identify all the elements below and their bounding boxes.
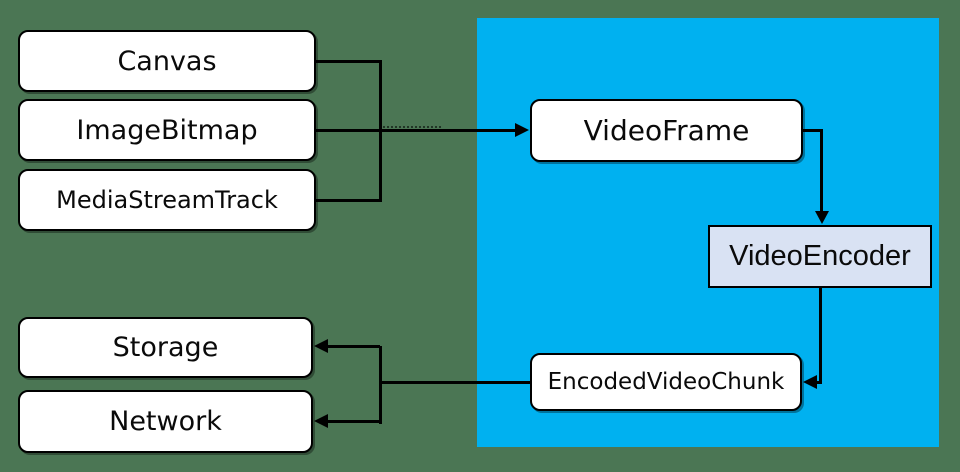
node-storage-label: Storage [112,332,219,363]
edge-videoframe-to-videoencoder [820,129,823,213]
edge-videoframe-out-horizontal [803,129,823,132]
edge-bus-to-network [327,420,380,423]
node-mediastreamtrack: MediaStreamTrack [18,169,316,231]
node-encodedvideochunk-label: EncodedVideoChunk [547,369,785,395]
arrowhead-into-network [314,414,328,428]
edge-canvas-to-bus [316,60,380,63]
node-network-label: Network [109,406,222,437]
edge-chunk-to-bus [380,381,530,384]
edge-bus-to-storage [327,345,380,348]
node-canvas-label: Canvas [117,45,217,77]
arrowhead-into-encodedvideochunk [803,375,817,389]
node-videoframe-label: VideoFrame [583,114,750,147]
edge-videoencoder-to-chunk [815,381,822,384]
node-imagebitmap: ImageBitmap [18,99,316,161]
node-videoencoder: VideoEncoder [708,225,932,288]
edge-sources-to-videoframe [316,129,516,132]
edge-mediastreamtrack-to-bus [316,199,380,202]
edge-dotted-artifact [383,126,441,128]
edge-sinks-bus [379,346,382,424]
node-encodedvideochunk: EncodedVideoChunk [530,353,802,411]
node-canvas: Canvas [18,30,316,92]
node-videoencoder-label: VideoEncoder [729,240,911,272]
arrowhead-into-videoframe [515,123,529,137]
edge-videoencoder-out-vertical [819,288,822,383]
node-imagebitmap-label: ImageBitmap [76,114,258,146]
node-storage: Storage [18,317,313,378]
node-videoframe: VideoFrame [530,99,803,162]
node-network: Network [18,390,313,453]
arrowhead-into-videoencoder [815,211,829,224]
node-mediastreamtrack-label: MediaStreamTrack [56,186,278,214]
arrowhead-into-storage [314,339,328,353]
